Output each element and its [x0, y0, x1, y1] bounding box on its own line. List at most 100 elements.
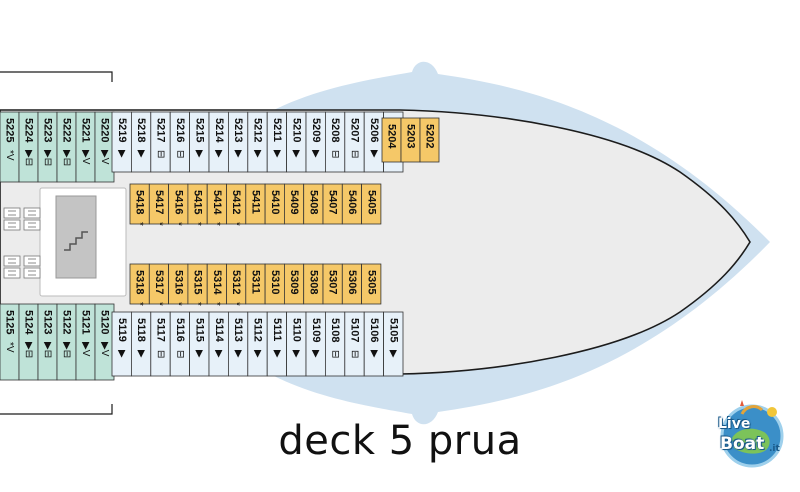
cabin-bottom[interactable]: 5115▶ [189, 311, 210, 377]
cabin-top[interactable]: 5210▶ [286, 111, 307, 173]
cabin-bottom-aft[interactable]: 5123 ▶⊟ [37, 303, 58, 381]
cabin-inner-top[interactable]: 5407 [322, 183, 343, 225]
cabin-top-fore[interactable]: 5202 [419, 117, 440, 163]
cabin-bottom[interactable]: 5111▶ [266, 311, 288, 377]
staircase-icon [64, 231, 88, 251]
cabin-number: 5111 [271, 318, 283, 341]
cabin-symbol: * [211, 222, 222, 226]
cabin-symbol: * [173, 222, 184, 226]
cabin-number: 5414 [211, 190, 223, 215]
cabin-number: 5110 [290, 318, 302, 342]
cabin-inner-top[interactable]: 5409 [283, 183, 305, 225]
cabin-bottom[interactable]: 5117 ⊟ [150, 311, 171, 377]
cabin-inner-bottom[interactable]: 5309 [283, 263, 305, 305]
cabin-top[interactable]: 5215▶ [189, 111, 210, 173]
cabin-number: 5123 [42, 310, 54, 334]
cabin-symbol: ⊟ [155, 350, 166, 358]
cabin-number: 5107 [349, 318, 361, 342]
cabin-top-aft[interactable]: 5224 ▶⊟ [18, 111, 39, 183]
cabin-number: 5217 [155, 118, 167, 142]
cabin-top-aft[interactable]: 5221▶V [75, 111, 96, 183]
cabin-number: 5116 [174, 318, 186, 342]
cabin-top[interactable]: 5214▶ [208, 111, 229, 173]
cabin-bottom[interactable]: 5108⊟ [324, 311, 346, 377]
cabin-bottom[interactable]: 5118▶ [130, 311, 152, 377]
cabin-inner-bottom[interactable]: 5307 [322, 263, 343, 305]
cabin-top[interactable]: 5211▶ [266, 111, 288, 173]
cabin-inner-top[interactable]: 5417* [148, 183, 170, 226]
lower-railing-line [0, 404, 113, 415]
cabin-bottom[interactable]: 5110▶ [286, 311, 307, 377]
cabin-top[interactable]: 5209▶ [305, 111, 326, 173]
cabin-inner-top[interactable]: 5415* [187, 183, 208, 226]
cabin-bottom[interactable]: 5109▶ [305, 311, 326, 377]
cabin-bottom[interactable]: 5113▶ [227, 311, 249, 377]
cabin-top[interactable]: 5218▶ [130, 111, 152, 173]
cabin-bottom[interactable]: 5119▶ [111, 311, 132, 377]
cabin-number: 5209 [310, 118, 322, 142]
cabin-inner-top[interactable]: 5414 * [206, 183, 227, 226]
cabin-top[interactable]: 5212▶ [247, 111, 268, 173]
cabin-inner-top[interactable]: 5418* [129, 183, 150, 226]
cabin-number: 5105 [387, 318, 399, 342]
cabin-bottom[interactable]: 5116⊟ [169, 311, 190, 377]
cabin-inner-bottom[interactable]: 5308 [303, 263, 324, 305]
cabin-symbol: ▶ [252, 150, 263, 158]
cabin-number: 5213 [232, 118, 244, 142]
cabin-bottom-aft[interactable]: 5120▶V [94, 303, 115, 381]
cabin-inner-bottom[interactable]: 5305 [361, 263, 382, 305]
cabin-bottom[interactable]: 5105▶ [383, 311, 404, 377]
cabin-bottom-aft[interactable]: 5124▶⊟ [18, 303, 39, 381]
cabin-bottom[interactable]: 5114▶ [208, 311, 229, 377]
cabin-symbol: ▶⊟ [23, 150, 34, 166]
cabin-bottom[interactable]: 5106▶ [363, 311, 385, 377]
cabin-number: 5314 [211, 270, 223, 295]
cabin-inner-top[interactable]: 5416* [168, 183, 189, 226]
cabin-top-aft[interactable]: 5222▶⊟ [56, 111, 77, 183]
cabin-top[interactable]: 5217⊟ [150, 111, 171, 173]
cabin-bottom-aft[interactable]: 5121▶V [75, 303, 96, 381]
cabin-top-aft[interactable]: 5225*V [0, 111, 20, 183]
cabin-top-aft[interactable]: 5220▶V [94, 111, 115, 183]
cabin-bottom[interactable]: 5107⊟ [344, 311, 365, 377]
cabin-top-fore[interactable]: 5203 [400, 117, 421, 163]
cabin-inner-bottom[interactable]: 5318* [129, 263, 150, 306]
cabin-top[interactable]: 5207⊟ [344, 111, 365, 173]
cabin-number: 5317 [153, 270, 165, 294]
cabin-symbol: * [211, 302, 222, 306]
cabin-top[interactable]: 5219▶ [111, 111, 132, 173]
cabin-inner-top[interactable]: 5410 [264, 183, 285, 225]
cabin-top[interactable]: 5206▶ [363, 111, 385, 173]
cabin-inner-bottom[interactable]: 5315* [187, 263, 208, 306]
cabin-inner-bottom[interactable]: 5306 [341, 263, 362, 305]
cabin-inner-bottom[interactable]: 5311 [245, 263, 266, 305]
cabin-number: 5115 [193, 318, 205, 342]
cabin-inner-top[interactable]: 5405 [361, 183, 382, 225]
cabin-top-fore[interactable]: 5204 [381, 117, 402, 163]
cabin-number: 5125 [4, 310, 16, 334]
cabin-inner-top[interactable]: 5406 [341, 183, 362, 225]
cabin-inner-bottom[interactable]: 5312* [226, 263, 247, 306]
cabin-number: 5417 [153, 190, 165, 214]
cabin-symbol: ▶ [252, 350, 263, 358]
cabin-number: 5117 [155, 318, 167, 342]
cabin-number: 5224 [23, 118, 35, 143]
cabin-inner-top[interactable]: 5412* [226, 183, 247, 226]
cabin-top[interactable]: 5213▶ [227, 111, 249, 173]
cabin-inner-bottom[interactable]: 5316* [168, 263, 189, 306]
cabin-top[interactable]: 5208⊟ [324, 111, 346, 173]
cabin-top-aft[interactable]: 5223▶⊟ [37, 111, 58, 183]
cabin-inner-bottom[interactable]: 5314 * [206, 263, 227, 306]
cabin-symbol: ▶⊟ [42, 342, 53, 358]
cabin-bottom[interactable]: 5112▶ [247, 311, 268, 377]
cabin-top[interactable]: 5216⊟ [169, 111, 190, 173]
cabin-inner-bottom[interactable]: 5310 [264, 263, 285, 305]
cabin-bottom-aft[interactable]: 5125*V [0, 303, 20, 381]
cabin-number: 5405 [365, 190, 377, 214]
cabin-inner-bottom[interactable]: 5317* [148, 263, 170, 306]
cabin-inner-top[interactable]: 5408 [303, 183, 324, 225]
cabin-number: 5218 [135, 118, 147, 142]
cabin-number: 5219 [116, 118, 128, 142]
cabin-bottom-aft[interactable]: 5122▶⊟ [56, 303, 77, 381]
cabin-inner-top[interactable]: 5411 [245, 183, 266, 225]
